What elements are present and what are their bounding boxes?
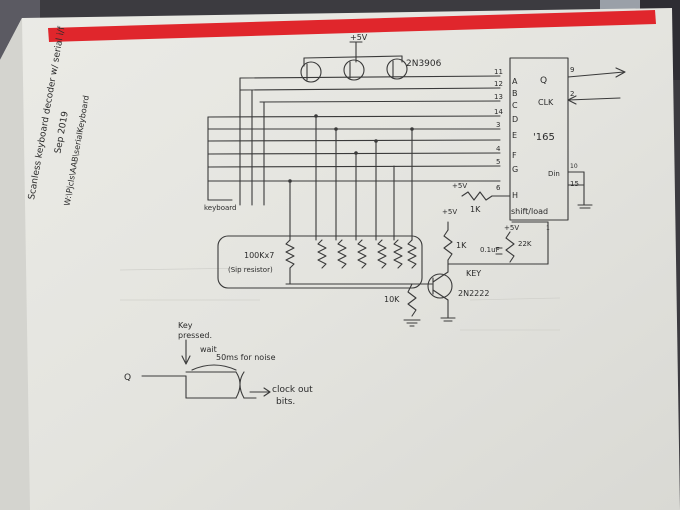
pin-num: 4 [496,145,501,153]
r-22k-label: 22K [518,240,532,248]
wire-f [207,152,501,155]
pin-num: 13 [494,93,503,101]
pnp-part-label: 2N3906 [406,59,442,69]
pin-num: 2 [570,90,574,98]
pnp-vcc-label: +5V [350,33,368,42]
pin-name: A [512,77,518,86]
ic-165 [509,57,569,221]
keyboard-label: keyboard [204,204,236,212]
h-vcc-label: +5V [452,182,467,190]
pin-name: B [512,89,518,98]
r-1k-top-label: 1K [470,205,481,214]
pnp-transistor-1 [300,61,322,83]
pin-name: H [512,191,518,200]
timing-result-line2: bits. [276,397,295,407]
sip-label-line2: (Sip resistor) [228,266,273,274]
wire-a [239,75,501,79]
wire-d [207,115,501,118]
timing-wait-word: wait [200,345,217,354]
chip-pins-right: 9 2 10 15 1 [546,66,579,232]
wire-b [239,87,501,91]
pnp-transistor-2 [343,59,365,81]
pin-num: 14 [494,108,503,116]
wire-e [207,139,501,142]
chip-clk-label: CLK [538,98,554,107]
resistor-10k [407,283,417,317]
chip-pins-left: 11 A 12 B 13 C 14 D 3 E 4 F 5 G 6 H [494,68,518,200]
timing-diagram [141,339,271,399]
pin-name: C [512,101,518,110]
pin-name: E [512,131,517,140]
timing-wait-rest: 50ms for noise [216,353,276,362]
timing-signal-label: Q [124,373,131,383]
pin-num: 1 [546,225,550,232]
pin-name: D [512,115,518,124]
r-1k-side-label: 1K [456,241,467,250]
key-label: KEY [466,269,481,278]
wire-g [207,165,501,168]
timing-event-line2: pressed. [178,331,212,340]
pin-num: 5 [496,158,500,166]
pnp-transistor-3 [386,58,408,80]
pin-num: 9 [570,66,574,74]
schematic-labels: 2N3906 +5V '165 shift/load Q CLK Din key… [204,33,560,304]
clk-input-line [567,97,621,101]
chip-din-label: Din [548,170,560,178]
pin-num: 6 [496,184,501,192]
resistor-22k [505,231,515,263]
shift-load-label: shift/load [511,207,548,216]
q-output-line [567,71,625,78]
r-10k-label: 10K [384,295,400,304]
timing-event-line1: Key [178,321,193,330]
sip-enclosure [217,235,423,289]
pin-num: 12 [494,80,503,88]
chip-q-label: Q [540,76,547,86]
resistor-1k-collector [443,229,453,261]
timing-labels: Q Key pressed. wait 50ms for noise clock… [124,321,313,407]
wire-c [259,100,501,103]
npn-part-label: 2N2222 [458,289,489,298]
pnp-vcc-rail [303,55,403,59]
pin-name: F [512,151,517,160]
collector-vcc-label: +5V [442,208,457,216]
bleed-through-lines [119,267,561,331]
chip-label: '165 [533,132,555,143]
pin-num: 3 [496,121,500,129]
schematic [141,41,626,399]
npn-transistor [427,273,453,299]
red-header-stripe [48,10,656,42]
sip-resistor-array [285,239,417,269]
paper-curl-shadow [0,18,30,510]
sip-label-line1: 100Kx7 [244,251,274,260]
pin-name: G [512,165,518,174]
pin-num: 11 [494,68,503,76]
resistor-1k-h [461,191,493,201]
pin-num: 15 [570,180,579,188]
cap-label: 0.1uF [480,246,500,254]
timing-result-line1: clock out [272,385,313,395]
pin-num: 10 [570,163,578,170]
rc-vcc-label: +5V [504,224,519,232]
